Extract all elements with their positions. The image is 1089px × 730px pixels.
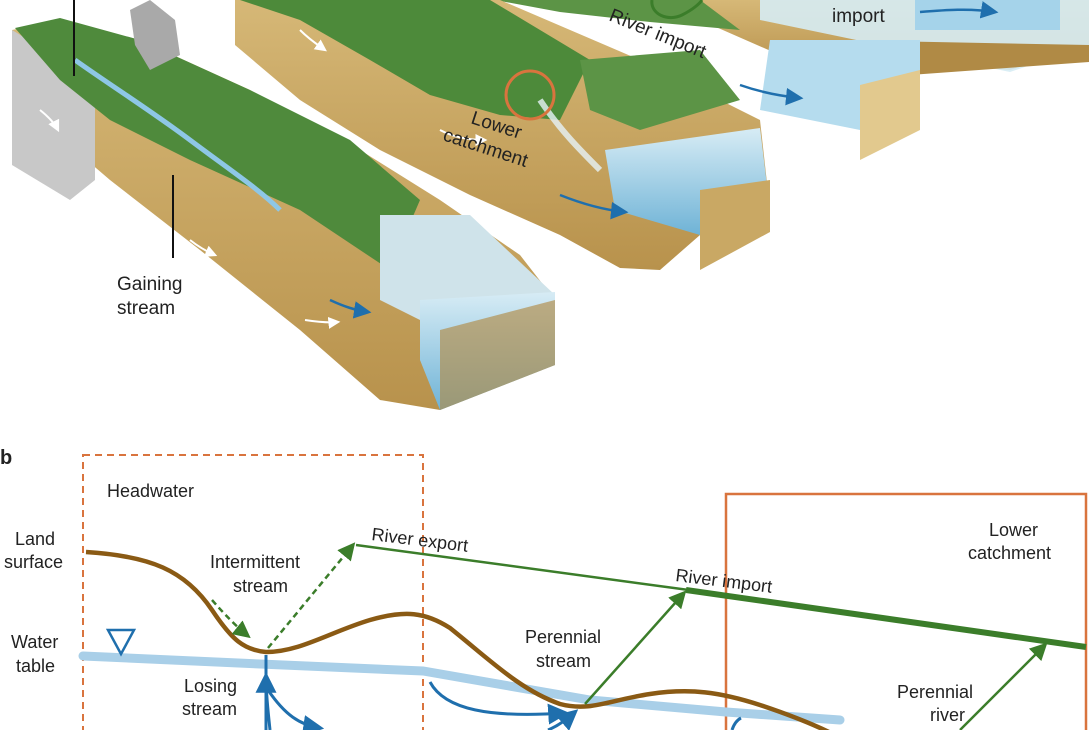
label-perennial-stream-1: Perennial [525, 627, 601, 647]
groundwater-flow-right [266, 689, 325, 730]
headwater-box [82, 454, 424, 730]
river-import-line [685, 587, 1087, 650]
panel-a-illustration: import River import Lower catchment Gain… [12, 0, 1089, 410]
label-lower-b-2: catchment [968, 543, 1051, 563]
catchment-block-1 [12, 0, 555, 410]
lower-catchment-highlight-circle [504, 69, 556, 121]
label-perennial-river-2: river [930, 705, 965, 725]
perennial-stream-arrow [584, 590, 687, 705]
label-headwater: Headwater [107, 481, 194, 501]
label-perennial-river-1: Perennial [897, 682, 973, 702]
label-water-table-2: table [16, 656, 55, 676]
gaining-upflow-arrow [547, 709, 579, 730]
lower-catchment-box [724, 492, 1088, 730]
water-table-line [78, 651, 845, 725]
lower-groundwater-arrow [730, 716, 742, 730]
label-land-surface-2: surface [4, 552, 63, 572]
label-water-table-1: Water [11, 632, 58, 652]
river-import-highlight-circle [650, 0, 704, 20]
intermittent-inflow-arrow [211, 599, 251, 639]
panel-b-letter: b [0, 447, 12, 469]
label-intermittent-1: Intermittent [210, 552, 300, 572]
label-gaining-line1: Gaining [117, 274, 183, 295]
label-losing-2: stream [182, 699, 237, 719]
label-river-export: River export [371, 524, 470, 556]
label-perennial-stream-2: stream [536, 651, 591, 671]
river-export-line [355, 543, 727, 597]
catchment-block-2 [235, 0, 920, 270]
perennial-river-arrow [959, 642, 1048, 730]
intermittent-export-arrow [267, 542, 356, 649]
catchment-block-3 [495, 0, 1089, 80]
label-gaining-line2: stream [117, 298, 175, 319]
losing-stream-arrow-up [255, 671, 277, 730]
label-land-surface-1: Land [15, 529, 55, 549]
land-surface-line [85, 549, 830, 730]
label-intermittent-2: stream [233, 576, 288, 596]
water-table-symbol [105, 628, 137, 657]
label-lower-b-1: Lower [989, 520, 1038, 540]
label-losing-1: Losing [184, 676, 237, 696]
label-import: import [832, 6, 886, 27]
panel-b-schematic: b Headwater Land surface Water table Int… [0, 447, 1088, 730]
gaining-flow-arrow [428, 681, 570, 725]
